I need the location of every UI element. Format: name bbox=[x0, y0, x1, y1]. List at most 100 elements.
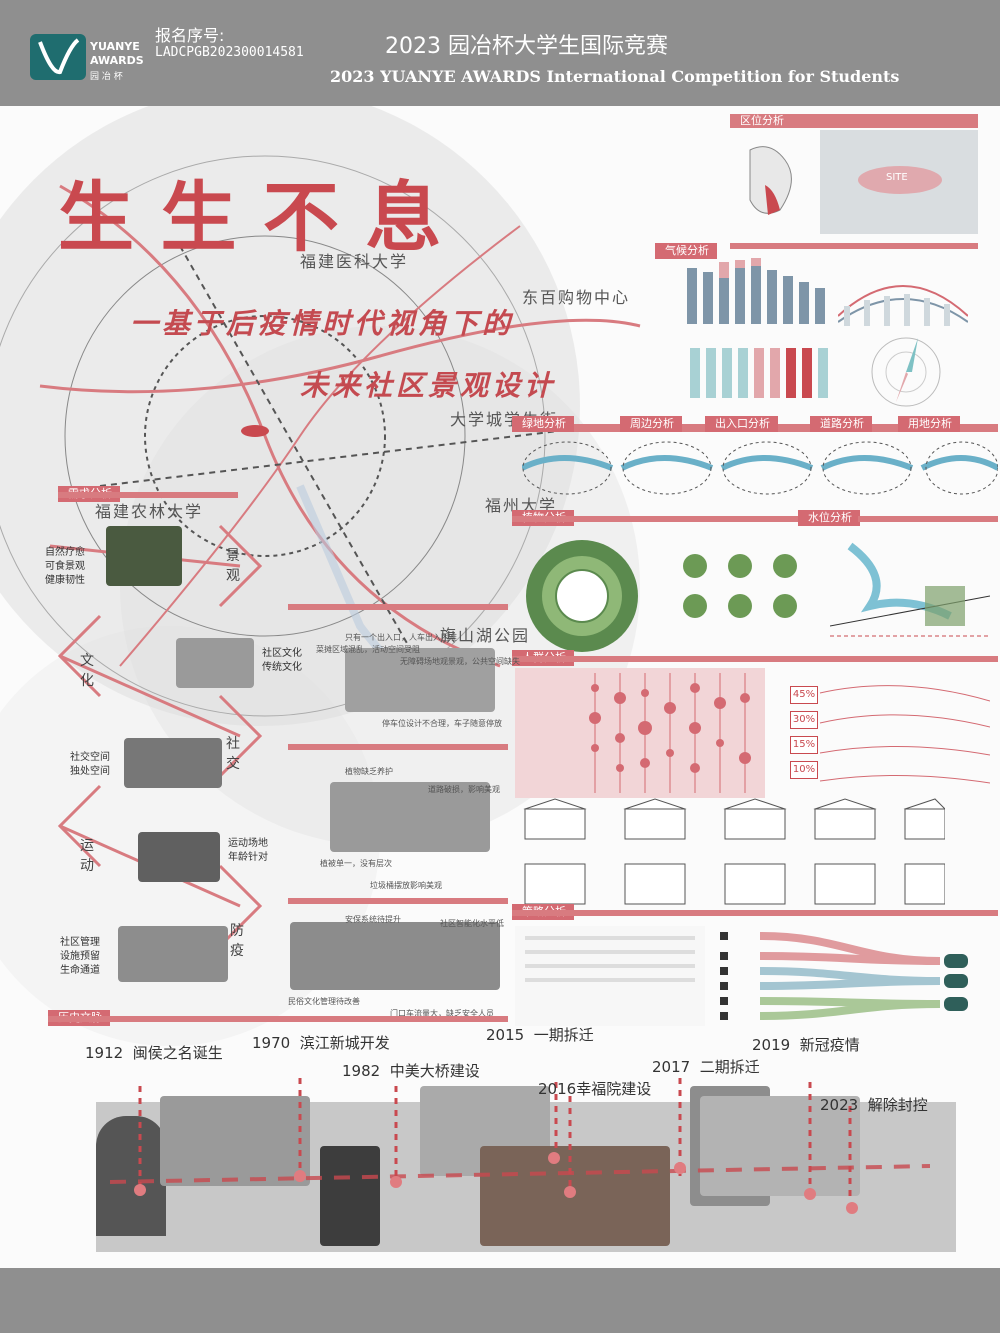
yuanye-logo-icon bbox=[30, 34, 86, 80]
demand-note: 自然疗愈 可食景观 健康韧性 bbox=[45, 547, 85, 586]
demand-note: 社交空间 独处空间 bbox=[70, 752, 110, 777]
timeline-item: 2023 解除封控 bbox=[820, 1096, 928, 1114]
section-demand-bar bbox=[58, 492, 238, 498]
timeline-dot bbox=[564, 1186, 576, 1198]
timeline-dot bbox=[846, 1202, 858, 1214]
timeline-item: 2019 新冠疫情 bbox=[752, 1036, 860, 1054]
timeline-item: 2016幸福院建设 bbox=[538, 1080, 652, 1098]
section-green-label: 绿地分析 bbox=[512, 416, 574, 432]
issue-note: 植物缺乏养护 bbox=[345, 767, 393, 776]
competition-title-cn: 2023 园冶杯大学生国际竞赛 bbox=[385, 34, 668, 59]
highway-photo bbox=[160, 1096, 310, 1186]
issue-note: 停车位设计不合理，车子随意停放 bbox=[382, 719, 502, 728]
plant-species-grid bbox=[683, 554, 797, 618]
climate-bar-chart-1 bbox=[687, 258, 825, 324]
community-photo bbox=[480, 1146, 670, 1246]
registration-label: 报名序号: bbox=[155, 26, 225, 45]
wind-rose-chart bbox=[871, 337, 941, 407]
issue-bar-1 bbox=[288, 604, 508, 610]
section-history-bar bbox=[48, 1016, 508, 1022]
sports-photo bbox=[138, 832, 220, 882]
demand-category: 文化 bbox=[80, 653, 94, 689]
entrance-issue-photo bbox=[345, 648, 495, 712]
issue-note: 只有一个出入口，人车出入困难 bbox=[345, 633, 457, 642]
timeline-dot bbox=[804, 1188, 816, 1200]
issue-note: 垃圾桶摆放影响美观 bbox=[370, 881, 442, 890]
timeline-dot bbox=[134, 1184, 146, 1196]
climate-bar-chart-2 bbox=[690, 348, 828, 398]
crowd-percentage: 45% bbox=[790, 686, 818, 704]
demand-category: 运动 bbox=[80, 838, 94, 874]
registration-number: LADCPGB202300014581 bbox=[155, 45, 304, 60]
security-issue-photo bbox=[290, 922, 500, 990]
culture-photo bbox=[176, 638, 254, 688]
map-label: 福建农林大学 bbox=[95, 502, 204, 521]
subtitle-line2: 未来社区景观设计 bbox=[300, 369, 557, 402]
map-label: 东百购物中心 bbox=[522, 288, 631, 307]
crowd-timetable-chart bbox=[515, 668, 765, 798]
demand-note: 社区文化 传统文化 bbox=[262, 648, 302, 673]
section-surrounding-label: 周边分析 bbox=[620, 416, 682, 432]
section-entrance-label: 出入口分析 bbox=[705, 416, 778, 432]
demand-category: 景观 bbox=[226, 548, 240, 584]
timeline-item: 1970 滨江新城开发 bbox=[252, 1034, 390, 1052]
water-level-diagram bbox=[830, 542, 990, 637]
map-label: 旗山湖公园 bbox=[440, 626, 531, 645]
demand-note: 社区管理 设施预留 生命通道 bbox=[60, 937, 100, 976]
timeline-dot bbox=[548, 1152, 560, 1164]
section-landuse-label: 用地分析 bbox=[898, 416, 960, 432]
timeline-item: 1912 闽侯之名诞生 bbox=[85, 1044, 223, 1062]
section-strategy-bar bbox=[512, 910, 998, 916]
demand-category: 社交 bbox=[226, 736, 240, 772]
site-label: SITE bbox=[886, 172, 908, 183]
vegetation-issue-photo bbox=[330, 782, 490, 852]
issue-note: 安保系统待提升 bbox=[345, 915, 401, 924]
demand-category: 防疫 bbox=[230, 923, 244, 959]
poster-body: 生 生 不 息 一基于后疫情时代视角下的 未来社区景观设计 福建医科大学 东百购… bbox=[0, 106, 1000, 1268]
logo-text-cn: 园 冶 杯 bbox=[90, 72, 123, 82]
crowd-photo bbox=[124, 738, 222, 788]
timeline-dot bbox=[390, 1176, 402, 1188]
site-analysis-diagrams bbox=[522, 441, 998, 495]
section-crowd-bar bbox=[512, 656, 998, 662]
section-road-label: 道路分析 bbox=[810, 416, 872, 432]
timeline-dashed-lines bbox=[110, 1076, 930, 1196]
historical-portrait-photo bbox=[96, 1116, 166, 1236]
medical-staff-photo bbox=[118, 926, 228, 982]
elderly-woman-photo bbox=[320, 1146, 380, 1246]
demand-note: 运动场地 年龄针对 bbox=[228, 838, 268, 863]
issue-note: 社区智能化水平低 bbox=[440, 919, 504, 928]
timeline-item: 2017 二期拆迁 bbox=[652, 1058, 760, 1076]
section-water-bar bbox=[858, 516, 998, 522]
crowd-space-diagrams bbox=[523, 798, 945, 905]
logo-text-yuanye: YUANYE bbox=[90, 40, 140, 53]
pandemic-photo bbox=[700, 1096, 860, 1196]
issue-bar-3 bbox=[288, 898, 508, 904]
section-climate-bar bbox=[730, 243, 978, 249]
issue-note: 无障碍场地观景观，公共空间缺失 bbox=[400, 657, 520, 666]
section-plants-bar bbox=[512, 516, 812, 522]
issue-note: 菜摊区域混乱，活动空间受阻 bbox=[316, 645, 420, 654]
crowd-activity-chart bbox=[819, 685, 990, 784]
crowd-percentage: 15% bbox=[790, 736, 818, 754]
main-title: 生 生 不 息 bbox=[58, 173, 442, 262]
section-location-label: 区位分析 bbox=[740, 114, 784, 127]
timeline-dot bbox=[294, 1170, 306, 1182]
footer-bar bbox=[0, 1268, 1000, 1333]
climate-line-chart bbox=[838, 285, 968, 326]
section-location-bar: 区位分析 bbox=[730, 114, 978, 128]
timeline-item: 2015 一期拆迁 bbox=[486, 1026, 594, 1044]
plant-ring-diagram bbox=[526, 540, 638, 652]
section-water-label: 水位分析 bbox=[798, 510, 860, 526]
competition-title-en: 2023 YUANYE AWARDS International Competi… bbox=[330, 67, 900, 86]
issue-note: 民俗文化管理待改善 bbox=[288, 997, 360, 1006]
location-satellite-map: SITE bbox=[820, 130, 978, 234]
crowd-percentage: 30% bbox=[790, 711, 818, 729]
location-province-map bbox=[730, 130, 816, 230]
issue-note: 门口车流量大，缺乏安全人员 bbox=[390, 1009, 494, 1018]
timeline-item: 1982 中美大桥建设 bbox=[342, 1062, 480, 1080]
map-label: 福建医科大学 bbox=[300, 252, 409, 271]
subtitle-line1: 一基于后疫情时代视角下的 bbox=[130, 307, 515, 340]
crowd-percentage: 10% bbox=[790, 761, 818, 779]
